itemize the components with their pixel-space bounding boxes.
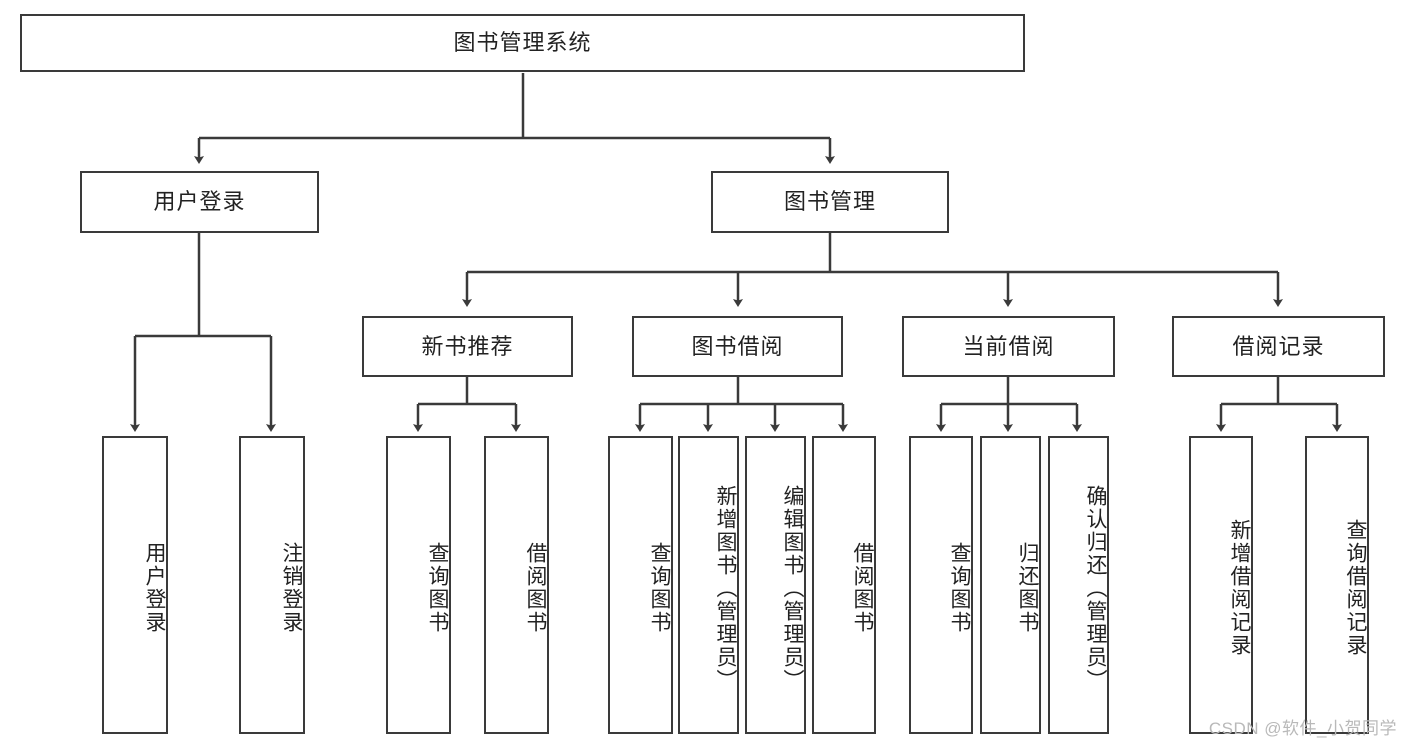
leaf-label: 用户登录: [143, 542, 166, 634]
leaf-label: 查询图书: [426, 542, 449, 634]
node-root[interactable]: 图书管理系统: [20, 14, 1025, 72]
node-borrow-record-label: 借阅记录: [1232, 333, 1325, 359]
leaf-label: 查询图书: [948, 542, 971, 634]
leaf-label: 借阅图书: [851, 542, 874, 634]
leaf-label: 确认归还（管理员）: [1084, 484, 1107, 692]
leaf-label: 注销登录: [280, 542, 303, 634]
node-new-book-recommend[interactable]: 新书推荐: [362, 316, 573, 377]
leaf-borrow-borrow-book[interactable]: 借阅图书: [812, 436, 876, 734]
node-book-borrow-label: 图书借阅: [691, 333, 784, 359]
leaf-borrow-edit-book[interactable]: 编辑图书（管理员）: [745, 436, 806, 734]
node-borrow-record[interactable]: 借阅记录: [1172, 316, 1385, 377]
leaf-recommend-borrow-book[interactable]: 借阅图书: [484, 436, 549, 734]
node-current-borrow-label: 当前借阅: [962, 333, 1055, 359]
leaf-current-return-book[interactable]: 归还图书: [980, 436, 1041, 734]
node-current-borrow[interactable]: 当前借阅: [902, 316, 1115, 377]
node-book-management[interactable]: 图书管理: [711, 171, 949, 233]
node-user-login-label: 用户登录: [153, 189, 246, 215]
leaf-user-login-signout[interactable]: 注销登录: [239, 436, 305, 734]
node-new-book-recommend-label: 新书推荐: [421, 333, 514, 359]
leaf-label: 借阅图书: [524, 542, 547, 634]
node-root-label: 图书管理系统: [453, 30, 592, 56]
leaf-user-login-signin[interactable]: 用户登录: [102, 436, 168, 734]
leaf-label: 查询借阅记录: [1344, 519, 1367, 657]
leaf-record-add-record[interactable]: 新增借阅记录: [1189, 436, 1253, 734]
csdn-watermark: CSDN @软件_小贺同学: [1208, 719, 1397, 738]
leaf-borrow-query-book[interactable]: 查询图书: [608, 436, 673, 734]
leaf-label: 归还图书: [1016, 542, 1039, 634]
leaf-label: 查询图书: [648, 542, 671, 634]
leaf-current-confirm-return[interactable]: 确认归还（管理员）: [1048, 436, 1109, 734]
leaf-borrow-add-book[interactable]: 新增图书（管理员）: [678, 436, 739, 734]
node-book-management-label: 图书管理: [783, 189, 876, 215]
node-book-borrow[interactable]: 图书借阅: [632, 316, 843, 377]
leaf-label: 新增借阅记录: [1228, 519, 1251, 657]
leaf-label: 编辑图书（管理员）: [781, 484, 804, 692]
leaf-record-query-record[interactable]: 查询借阅记录: [1305, 436, 1369, 734]
leaf-recommend-query-book[interactable]: 查询图书: [386, 436, 451, 734]
leaf-current-query-book[interactable]: 查询图书: [909, 436, 973, 734]
node-user-login[interactable]: 用户登录: [80, 171, 319, 233]
leaf-label: 新增图书（管理员）: [714, 484, 737, 692]
